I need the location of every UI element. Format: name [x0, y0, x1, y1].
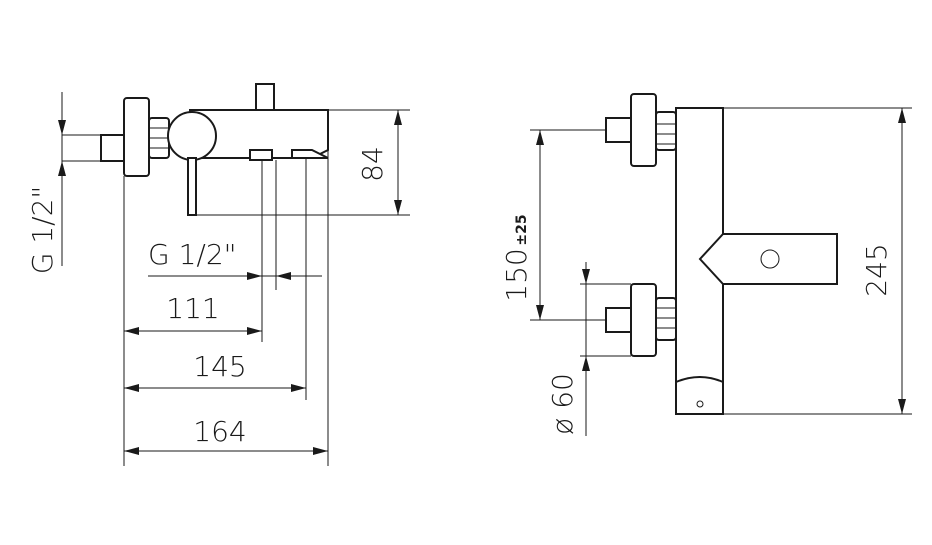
lever-hub — [167, 111, 217, 161]
diverter-knob — [255, 83, 275, 111]
side-view: G 1/2" 84 G 1/2" 111 145 164 — [26, 83, 410, 466]
lower-nut — [655, 297, 677, 341]
dim-spacing-150: 150 — [500, 248, 533, 301]
spout-opening — [760, 249, 780, 269]
lever-handle — [187, 157, 197, 216]
inlet-pipe — [100, 134, 125, 162]
thread-bottom-label: G 1/2" — [148, 238, 237, 271]
aerator-dot — [696, 400, 704, 408]
outlet-nozzle — [249, 149, 273, 161]
dim-height-84: 84 — [356, 146, 389, 182]
wall-flange — [123, 97, 150, 177]
dim-111: 111 — [166, 292, 219, 325]
upper-nut — [655, 111, 677, 151]
upper-flange — [630, 93, 657, 167]
lower-flange — [630, 283, 657, 357]
dim-145: 145 — [193, 350, 246, 383]
upper-pipe — [605, 117, 632, 143]
lower-pipe — [605, 307, 632, 333]
front-view: 150 ±25 ø 60 245 — [500, 93, 912, 436]
dim-164: 164 — [193, 415, 246, 448]
bottom-cap — [675, 376, 724, 415]
dim-diameter-60: ø 60 — [546, 373, 579, 435]
thread-left-label: G 1/2" — [26, 186, 59, 275]
front-spout — [698, 233, 838, 285]
dim-spacing-tolerance: ±25 — [514, 214, 530, 245]
dim-height-245: 245 — [860, 243, 893, 296]
